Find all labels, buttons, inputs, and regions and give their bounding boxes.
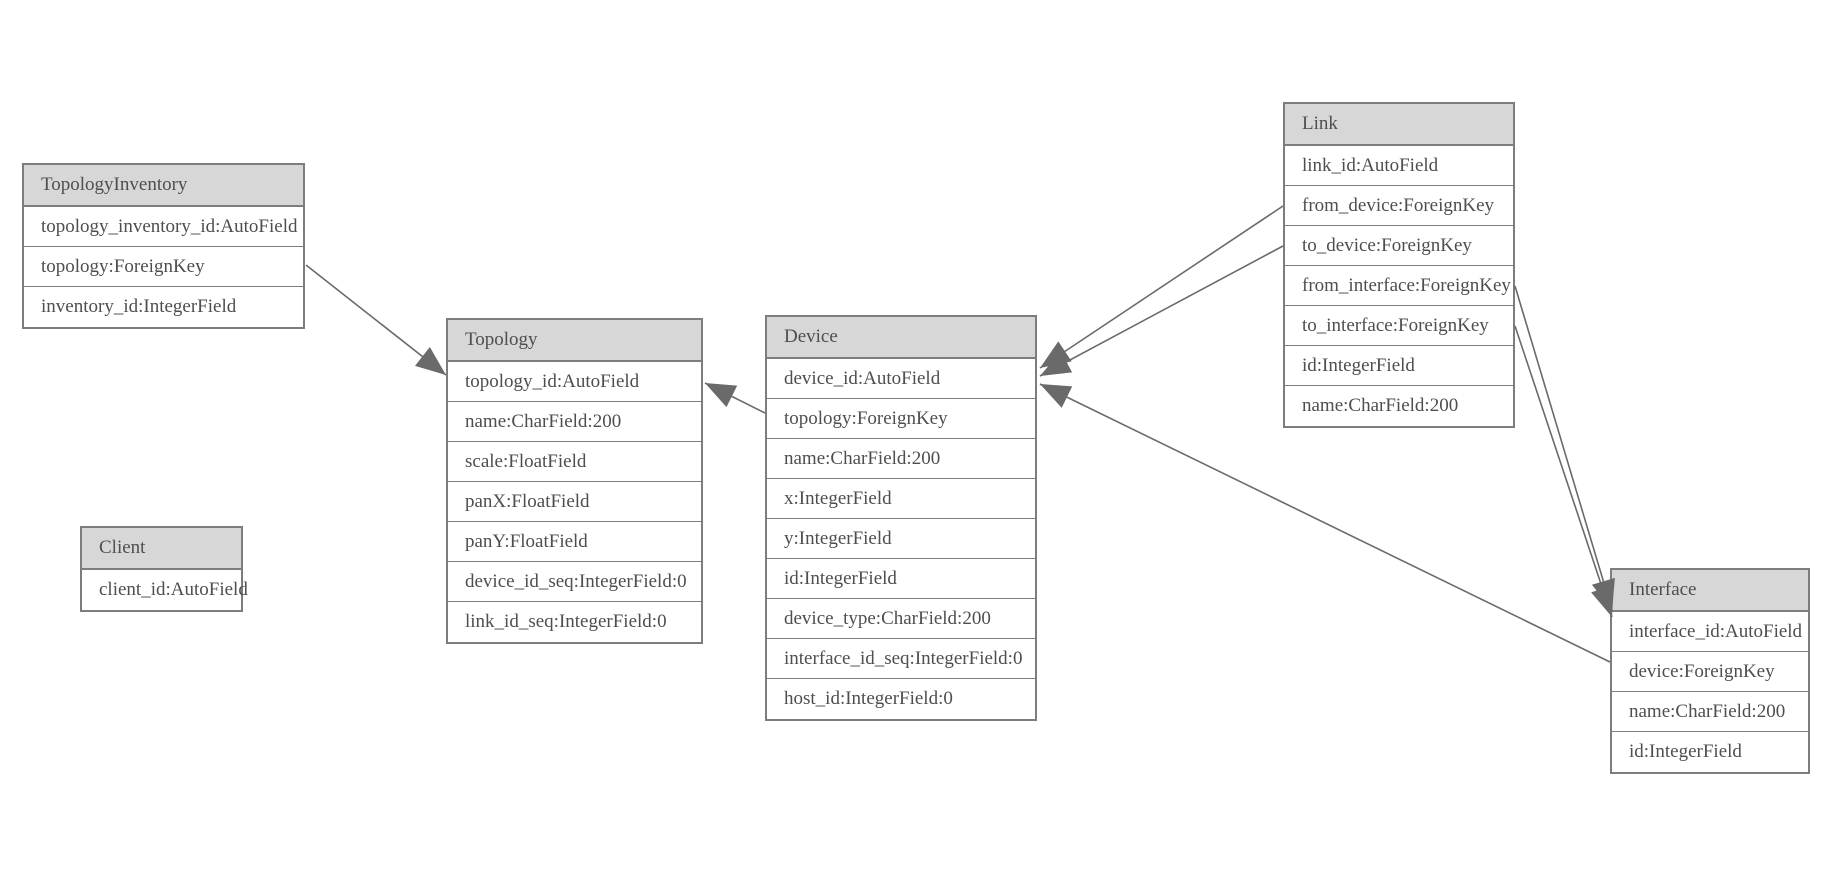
field-row-id: id:IntegerField (1612, 732, 1808, 772)
entity-title: Device (784, 326, 838, 347)
field-row-client_id: client_id:AutoField (82, 570, 248, 610)
field-row-link_id: link_id:AutoField (1285, 146, 1513, 186)
field-row-from_interface: from_interface:ForeignKey (1285, 266, 1513, 306)
field-row-device_id_seq: device_id_seq:IntegerField:0 (448, 562, 701, 602)
field-row-interface_id: interface_id:AutoField (1612, 612, 1808, 652)
field-row-panY: panY:FloatField (448, 522, 701, 562)
field-row-inventory_id: inventory_id:IntegerField (24, 287, 303, 327)
field-row-name: name:CharField:200 (767, 439, 1035, 479)
relation-line-link-to-device (1039, 245, 1284, 377)
field-row-name: name:CharField:200 (448, 402, 701, 442)
relation-arrowhead-link-to-device (1040, 351, 1073, 376)
entity-header: Interface (1612, 570, 1808, 612)
relation-line-link-from-interface (1514, 285, 1613, 611)
field-row-device_type: device_type:CharField:200 (767, 599, 1035, 639)
relation-arrowhead-topologyinventory-topology (414, 347, 446, 375)
entity-rows: client_id:AutoField (82, 570, 248, 610)
relation-arrowhead-link-from-device (1040, 341, 1072, 368)
field-row-host_id: host_id:IntegerField:0 (767, 679, 1035, 719)
entity-topology-inventory: TopologyInventory topology_inventory_id:… (22, 163, 305, 329)
relation-line-topologyinventory-topology (305, 264, 447, 376)
entity-header: TopologyInventory (24, 165, 303, 207)
entity-client: Client client_id:AutoField (80, 526, 248, 612)
field-row-topology: topology:ForeignKey (767, 399, 1035, 439)
relation-line-device-topology (704, 382, 766, 414)
entity-header: Client (82, 528, 241, 570)
field-row-topology_id: topology_id:AutoField (448, 362, 701, 402)
field-row-name: name:CharField:200 (1285, 386, 1513, 426)
entity-title: Topology (465, 329, 538, 350)
relation-line-link-to-interface (1514, 325, 1613, 618)
entity-title: Client (99, 537, 146, 558)
field-row-to_device: to_device:ForeignKey (1285, 226, 1513, 266)
field-row-topology_inventory_id: topology_inventory_id:AutoField (24, 207, 303, 247)
field-row-link_id_seq: link_id_seq:IntegerField:0 (448, 602, 701, 642)
field-row-topology: topology:ForeignKey (24, 247, 303, 287)
entity-title: Link (1302, 113, 1338, 134)
entity-header: Topology (448, 320, 701, 362)
field-row-scale: scale:FloatField (448, 442, 701, 482)
field-row-device_id: device_id:AutoField (767, 359, 1035, 399)
relation-line-link-from-device (1039, 205, 1284, 369)
entity-header: Link (1285, 104, 1513, 146)
field-row-id: id:IntegerField (1285, 346, 1513, 386)
field-row-id: id:IntegerField (767, 559, 1035, 599)
field-row-panX: panX:FloatField (448, 482, 701, 522)
field-row-y: y:IntegerField (767, 519, 1035, 559)
field-row-x: x:IntegerField (767, 479, 1035, 519)
entity-title: Interface (1629, 579, 1697, 600)
field-row-name: name:CharField:200 (1612, 692, 1808, 732)
field-row-to_interface: to_interface:ForeignKey (1285, 306, 1513, 346)
relation-arrowhead-device-topology (705, 383, 738, 408)
field-row-device: device:ForeignKey (1612, 652, 1808, 692)
relation-arrowhead-interface-device (1040, 384, 1073, 408)
entity-header: Device (767, 317, 1035, 359)
entity-title: TopologyInventory (41, 174, 188, 195)
field-row-from_device: from_device:ForeignKey (1285, 186, 1513, 226)
field-row-interface_id_seq: interface_id_seq:IntegerField:0 (767, 639, 1035, 679)
